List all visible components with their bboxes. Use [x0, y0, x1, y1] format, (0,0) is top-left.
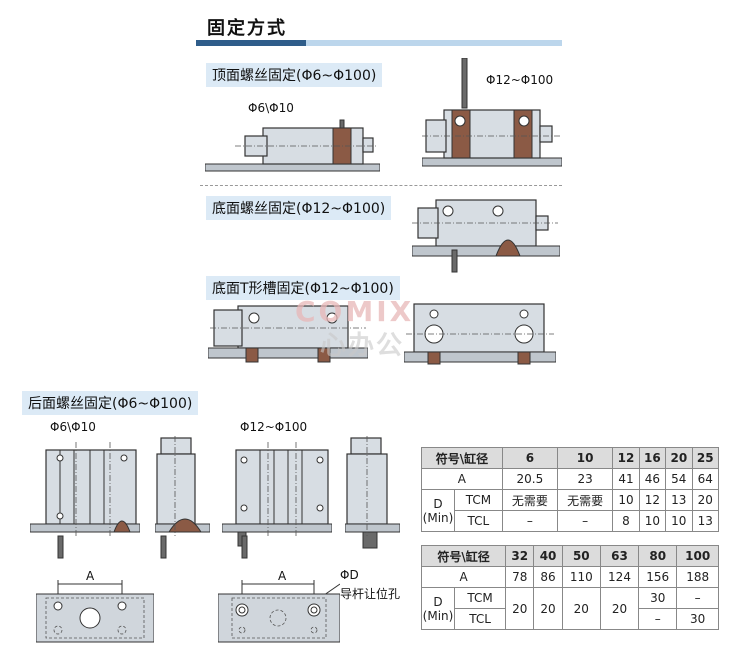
rear-mount-small-size: Φ6\Φ10 — [50, 420, 96, 434]
table2-cell: 20 — [561, 587, 601, 630]
table1-cell: 20.5 — [501, 468, 559, 490]
rear-mount-large-front-drawing — [222, 442, 332, 559]
table1-cell: 8 — [612, 510, 640, 532]
table2-size: 50 — [561, 545, 601, 567]
table1-cell: 64 — [691, 468, 720, 490]
table2-row-a-label: A — [420, 566, 507, 588]
table1-size: 20 — [665, 447, 693, 469]
rear-mount-small-front-drawing — [30, 442, 140, 559]
plate-small-dim-a: A — [86, 569, 95, 583]
bottom-mount-drawing — [412, 199, 560, 273]
table2-cell: 30 — [676, 608, 719, 630]
table2-cell: 156 — [638, 566, 678, 588]
table1-tcl-label: TCL — [454, 510, 503, 532]
top-mount-large-size: Φ12~Φ100 — [486, 73, 554, 87]
table1-row-a-label: A — [421, 468, 503, 490]
top-mount-large-drawing — [422, 58, 562, 167]
table2-cell: 20 — [505, 587, 535, 630]
table1-cell: 无需要 — [557, 489, 614, 511]
table1-size: 25 — [691, 447, 720, 469]
table2-cell: – — [676, 587, 719, 609]
table1-cell: 13 — [665, 489, 693, 511]
table1-cell: – — [557, 510, 614, 532]
watermark-cn: 心办公 — [320, 331, 405, 361]
table2-cell: – — [638, 608, 678, 630]
table1-tcm-label: TCM — [454, 489, 503, 511]
table2-cell: 124 — [599, 566, 640, 588]
table1-row-d-label: D(Min) — [421, 489, 455, 532]
table2-cell: 30 — [638, 587, 678, 609]
table1-cell: 54 — [665, 468, 693, 490]
table2-header: 符号\缸径 — [420, 545, 507, 567]
table1-cell: 无需要 — [501, 489, 559, 511]
rear-mount-small-side-drawing — [155, 436, 210, 559]
table1-cell: – — [501, 510, 559, 532]
section-divider — [200, 185, 562, 186]
table2-size: 100 — [676, 545, 719, 567]
top-mount-small-size: Φ6\Φ10 — [248, 101, 294, 115]
rear-mount-large-size: Φ12~Φ100 — [240, 420, 308, 434]
table1-cell: 10 — [638, 510, 667, 532]
tslot-mount-end-drawing — [404, 303, 556, 365]
spec-table-2: 符号\缸径 32 40 50 63 80 100 A 78 86 110 124… — [420, 545, 719, 630]
section-tslot-mount-label: 底面T形槽固定(Φ12~Φ100) — [206, 276, 400, 300]
table1-size: 10 — [557, 447, 614, 469]
section-bottom-mount-label: 底面螺丝固定(Φ12~Φ100) — [206, 196, 392, 220]
top-mount-small-drawing — [205, 119, 380, 172]
table2-cell: 20 — [599, 587, 640, 630]
table1-size: 16 — [638, 447, 667, 469]
table2-size: 63 — [599, 545, 640, 567]
table2-size: 80 — [638, 545, 678, 567]
phi-d-label: ΦD — [340, 568, 359, 582]
table2-cell: 110 — [561, 566, 601, 588]
table1-cell: 46 — [638, 468, 667, 490]
title-underline — [196, 40, 562, 46]
table1-cell: 10 — [665, 510, 693, 532]
spec-table-1: 符号\缸径 6 10 12 16 20 25 A 20.5 23 41 46 5… — [421, 447, 720, 532]
table2-tcl-label: TCL — [453, 608, 507, 630]
rear-mount-large-side-drawing — [345, 436, 400, 549]
table1-cell: 20 — [691, 489, 720, 511]
table2-cell: 20 — [533, 587, 563, 630]
section-rear-mount-label: 后面螺丝固定(Φ6~Φ100) — [22, 391, 199, 415]
watermark-brand: COMIX — [295, 295, 415, 328]
table1-cell: 41 — [612, 468, 640, 490]
table1-cell: 13 — [691, 510, 720, 532]
table1-cell: 12 — [638, 489, 667, 511]
table2-size: 40 — [533, 545, 563, 567]
guide-hole-label: 导杆让位孔 — [340, 587, 401, 601]
table2-cell: 188 — [676, 566, 719, 588]
table1-cell: 23 — [557, 468, 614, 490]
plate-large-dim-a: A — [278, 569, 287, 583]
plate-small-drawing — [36, 580, 154, 643]
table2-tcm-label: TCM — [453, 587, 507, 609]
table1-size: 12 — [612, 447, 640, 469]
page-title: 固定方式 — [207, 18, 287, 39]
table1-size: 6 — [501, 447, 559, 469]
table2-row-d-label: D(Min) — [421, 587, 455, 630]
section-top-mount-label: 顶面螺丝固定(Φ6~Φ100) — [206, 63, 383, 87]
table2-cell: 78 — [505, 566, 535, 588]
table1-cell: 10 — [612, 489, 640, 511]
tslot-mount-side-drawing — [208, 305, 368, 363]
table1-header: 符号\缸径 — [421, 447, 503, 469]
plate-large-drawing — [218, 580, 340, 643]
table2-cell: 86 — [533, 566, 563, 588]
table2-size: 32 — [505, 545, 535, 567]
